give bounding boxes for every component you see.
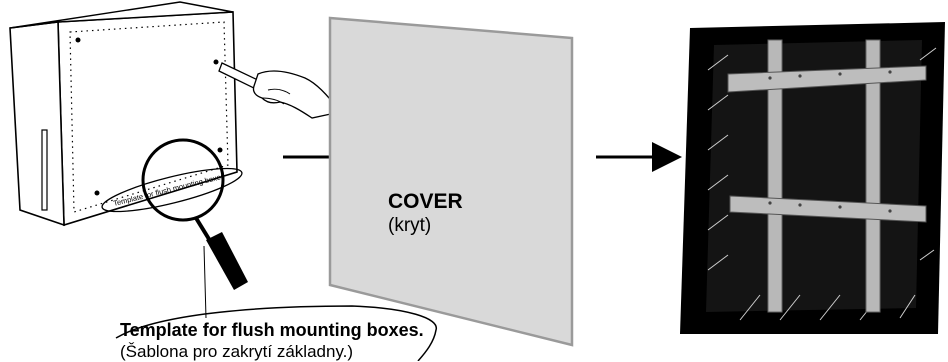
callout-title: Template for flush mounting boxes. [120,320,424,340]
template-ellipse [101,167,243,213]
template-hole [75,37,81,43]
cover-subtitle: (kryt) [388,215,432,236]
mounting-box-illustration [680,22,945,334]
template-box-top [9,1,234,29]
template-dotted-outline [69,21,229,213]
template-hole [213,59,219,65]
template-box-illustration: Template for flush mounting boxes [9,1,342,319]
callout-subtitle: (Šablona pro zakrytí základny.) [120,342,354,361]
hand-with-pencil-icon [218,62,342,119]
callout-pointer [203,245,207,319]
vertical-rail [865,39,881,313]
horizontal-rail [729,195,927,223]
template-hole [94,190,100,196]
cover-panel [328,16,574,347]
callout-bubble [115,305,437,361]
rail-holes [768,70,892,213]
vertical-rail [767,39,783,313]
side-slot [41,129,48,211]
cover-title: COVER [388,190,463,213]
template-hole [217,147,223,153]
template-box-side [9,21,65,227]
horizontal-rail [727,65,927,93]
magnifier-icon [141,138,248,290]
